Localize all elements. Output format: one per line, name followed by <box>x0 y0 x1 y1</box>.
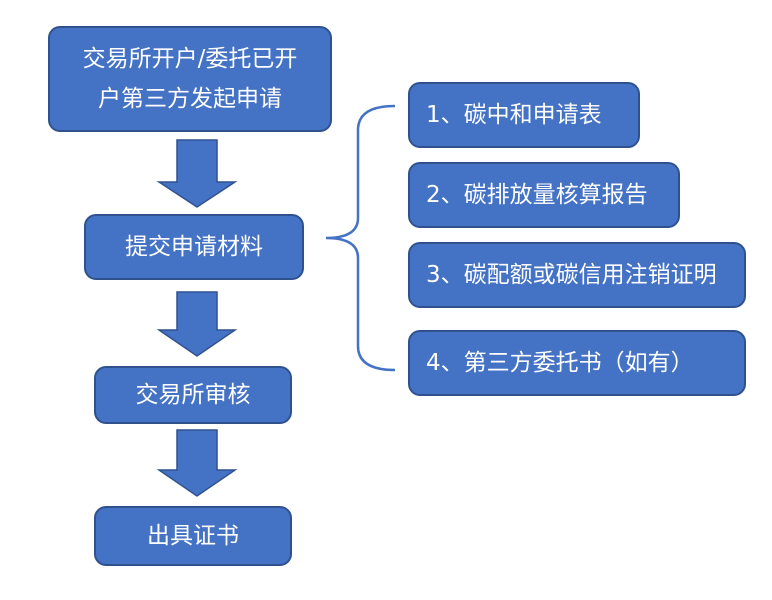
submit-materials-box: 提交申请材料 <box>84 214 304 280</box>
start-application-box: 交易所开户/委托已开 户第三方发起申请 <box>48 26 332 132</box>
material-item-3-box: 3、碳配额或碳信用注销证明 <box>408 242 746 308</box>
down-arrow-3 <box>156 429 238 497</box>
curly-brace <box>325 104 396 372</box>
issue-certificate-label: 出具证书 <box>147 523 239 549</box>
start-application-line-2: 户第三方发起申请 <box>98 86 282 112</box>
material-item-1-box: 1、碳中和申请表 <box>408 82 640 148</box>
material-item-2-box: 2、碳排放量核算报告 <box>408 162 680 228</box>
down-arrow-1 <box>156 139 238 208</box>
exchange-review-box: 交易所审核 <box>94 366 292 424</box>
material-item-2-label: 2、碳排放量核算报告 <box>426 182 648 208</box>
submit-materials-label: 提交申请材料 <box>125 234 263 260</box>
issue-certificate-box: 出具证书 <box>94 506 292 566</box>
exchange-review-label: 交易所审核 <box>135 382 251 408</box>
material-item-4-label: 4、第三方委托书（如有） <box>426 350 694 376</box>
start-application-line-1: 交易所开户/委托已开 <box>82 46 298 72</box>
material-item-4-box: 4、第三方委托书（如有） <box>408 330 746 396</box>
material-item-3-label: 3、碳配额或碳信用注销证明 <box>426 262 717 288</box>
down-arrow-2 <box>156 291 238 357</box>
material-item-1-label: 1、碳中和申请表 <box>426 102 602 128</box>
